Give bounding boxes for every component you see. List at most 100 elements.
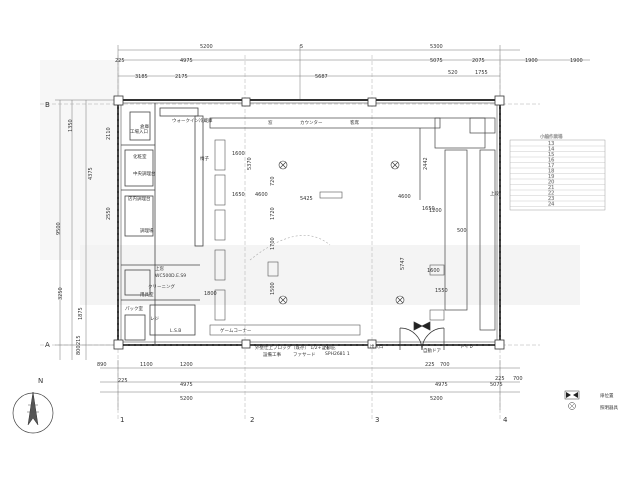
- room-label: 出入口: [370, 343, 384, 350]
- top-dimension-lines: [117, 45, 590, 100]
- right-table-row-number: 16: [548, 158, 554, 164]
- grid-axis-label: A: [45, 341, 50, 349]
- room-label: 倉庫: [140, 123, 149, 130]
- room-label: クリーニング: [148, 283, 175, 290]
- grid-axis-label: 4: [503, 416, 508, 424]
- bottom-note: SPH2681 1: [325, 351, 350, 357]
- dimension-label: 225: [115, 58, 125, 64]
- dimension-label: 1600: [427, 268, 440, 274]
- dimension-label: 9500: [56, 222, 62, 235]
- dimension-label: 1900: [570, 58, 583, 64]
- grid-axis-label: 2: [250, 416, 254, 424]
- legend-label-fixture: 照明器具: [600, 405, 618, 411]
- right-table-row-number: 23: [548, 196, 554, 202]
- bottom-dimension-lines: [100, 360, 520, 410]
- right-table-row-number: 20: [548, 180, 554, 186]
- room-label: 客席: [350, 119, 359, 126]
- room-label: 上窓: [155, 265, 164, 272]
- room-label: 用具室: [140, 291, 154, 298]
- room-label: 中央調理台: [133, 170, 156, 177]
- dimension-label: 2442: [423, 157, 429, 170]
- dimension-label: 1720: [270, 207, 276, 220]
- dimension-label: 3185: [135, 74, 148, 80]
- room-label: 上段: [490, 190, 499, 197]
- grid-axis-label: 3: [375, 416, 379, 424]
- right-table-grid: [509, 139, 606, 211]
- entrance-doors: [399, 321, 445, 351]
- right-table-row-number: 22: [548, 191, 554, 197]
- dimension-label: 5: [300, 44, 303, 50]
- dimension-label: 4375: [88, 167, 94, 180]
- room-label: 調理場: [140, 227, 154, 234]
- dimension-label: 500: [457, 228, 467, 234]
- grid-axis-label: B: [45, 101, 50, 109]
- right-table-row-number: 14: [548, 147, 554, 153]
- dimension-label: 1900: [525, 58, 538, 64]
- dimension-label: 520: [448, 70, 458, 76]
- north-label: N: [38, 377, 43, 385]
- bottom-note: 設備工事: [263, 351, 281, 358]
- north-arrow: N: [12, 377, 54, 434]
- dimension-label: 2110: [106, 127, 112, 140]
- right-table-row-number: 13: [548, 141, 554, 147]
- kitchen-partitions: [121, 103, 204, 345]
- dimension-label: 720: [270, 176, 276, 186]
- legend: 扉位置 照明器具: [564, 390, 618, 411]
- dimension-label: 5200: [430, 396, 443, 402]
- dimension-label: 2075: [472, 58, 485, 64]
- right-table-row-number: 24: [548, 202, 554, 208]
- dimension-label: 225: [118, 378, 128, 384]
- dimension-label: 5300: [430, 44, 443, 50]
- bottom-note: ファサード: [293, 352, 316, 358]
- dimension-label: 800: [76, 345, 82, 355]
- room-label: 工場入口: [130, 128, 148, 135]
- dimension-label: 4600: [255, 192, 268, 198]
- bottom-note: 外壁仕上ブロック（既存） 1/2+1/4: [255, 344, 329, 351]
- dimension-label: 4975: [180, 382, 193, 388]
- outer-wall: [117, 99, 501, 346]
- right-table-row-number: 15: [548, 152, 554, 158]
- structural-columns: [113, 95, 505, 350]
- dimension-label: 890: [97, 362, 107, 368]
- dimension-label: 5200: [200, 44, 213, 50]
- dimension-label: 5370: [247, 157, 253, 170]
- dimension-label: 1800: [204, 291, 217, 297]
- dimension-label: 5075: [490, 382, 503, 388]
- dimension-label: 1755: [475, 70, 488, 76]
- dimension-label: 700: [513, 376, 523, 382]
- right-table-row-number: 17: [548, 163, 554, 169]
- room-label: パック室: [125, 305, 143, 312]
- room-label: 自動ドア: [423, 347, 441, 354]
- dimension-label: 4975: [180, 58, 193, 64]
- bottom-note: 上部庇: [322, 344, 336, 351]
- dimension-label: 5687: [315, 74, 328, 80]
- door-pair-icon: [566, 392, 578, 398]
- dimension-label: 4975: [435, 382, 448, 388]
- room-label: ウォークイン冷蔵庫: [172, 117, 213, 124]
- dimension-label: 4600: [398, 194, 411, 200]
- room-label: トイレ: [460, 345, 474, 350]
- dimension-label: 1875: [78, 307, 84, 320]
- right-table-row-number: 19: [548, 174, 554, 180]
- room-label: 椅子: [200, 155, 209, 162]
- dimension-label: 1500: [270, 282, 276, 295]
- dimension-label: 225: [495, 376, 505, 382]
- dimension-label: 2175: [175, 74, 188, 80]
- room-label: WC500D.E.S9: [155, 273, 186, 279]
- dimension-label: 1350: [68, 119, 74, 132]
- counter-top: [209, 117, 496, 331]
- room-label: 店内調理台: [128, 195, 151, 202]
- dimension-label: 1700: [270, 237, 276, 250]
- room-label: 化粧室: [133, 153, 147, 160]
- light-fixtures: [278, 160, 405, 305]
- dimension-label: 1100: [140, 362, 153, 368]
- dimension-label: 5075: [430, 58, 443, 64]
- dimension-label: 215: [76, 335, 82, 345]
- dimension-label: 1200: [429, 208, 442, 214]
- dimension-label: 700: [440, 362, 450, 368]
- dimension-label: 1200: [180, 362, 193, 368]
- dimension-label: 1650: [422, 206, 435, 212]
- grid-axis-lines: [40, 55, 540, 420]
- dimension-label: 1650: [232, 192, 245, 198]
